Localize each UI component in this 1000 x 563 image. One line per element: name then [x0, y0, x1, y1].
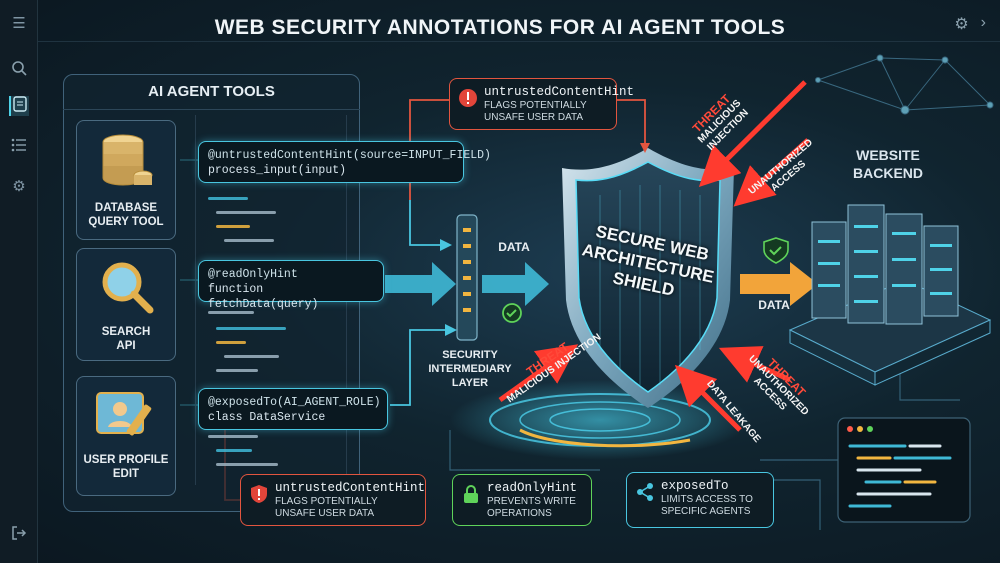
share-nodes-icon — [637, 483, 653, 501]
tool-card-database[interactable]: DATABASE QUERY TOOL — [76, 120, 176, 240]
callout-untrusted-top: untrustedContentHint FLAGS POTENTIALLY U… — [449, 78, 635, 130]
snippet-annotation: @readOnlyHint — [208, 268, 298, 281]
callout-untrusted-bottom: untrustedContentHint FLAGS POTENTIALLY U… — [240, 474, 426, 526]
callout-title: untrustedContentHint — [275, 481, 426, 495]
tool-card-user-profile-edit[interactable]: USER PROFILE EDIT — [76, 376, 176, 496]
shield-warning-icon — [251, 485, 267, 503]
search-icon[interactable] — [9, 60, 29, 80]
data-label-left: DATA — [498, 240, 530, 254]
warning-icon — [459, 89, 477, 107]
lock-icon — [464, 485, 478, 503]
callout-desc: FLAGS POTENTIALLY — [484, 100, 587, 111]
database-icon — [102, 134, 153, 186]
tool-card-search-api[interactable]: SEARCH API — [76, 248, 176, 361]
callout-desc: UNSAFE USER DATA — [484, 112, 584, 123]
snippet-read-only: @readOnlyHint function fetchData(query) — [198, 260, 384, 311]
tools-panel-heading: AI AGENT TOOLS — [63, 74, 360, 110]
document-icon[interactable] — [9, 96, 29, 116]
logout-icon[interactable] — [9, 525, 29, 545]
snippet-exposed-to: @exposedTo(AI_AGENT_ROLE) class DataServ… — [198, 388, 388, 430]
intermediary-layer-label: SECURITY INTERMEDIARY LAYER — [428, 349, 512, 389]
top-right-controls: ⚙ › — [954, 14, 986, 34]
side-rail: ☰ ⚙ — [0, 0, 38, 563]
profile-edit-icon — [96, 392, 152, 436]
snippet-annotation: @exposedTo(AI_AGENT_ROLE) — [208, 396, 381, 409]
callout-desc: OPERATIONS — [487, 508, 552, 519]
tool-label-line2: QUERY TOOL — [88, 216, 164, 228]
data-label-right: DATA — [758, 298, 790, 312]
callout-desc: LIMITS ACCESS TO — [661, 494, 753, 505]
gear-icon[interactable]: ⚙ — [12, 178, 26, 195]
tool-label-line1: DATABASE — [94, 202, 158, 214]
tool-label-line1: USER PROFILE — [83, 454, 169, 466]
tool-label-line2: EDIT — [112, 468, 140, 480]
snippet-code: process_input(input) — [208, 164, 347, 177]
list-icon[interactable] — [9, 138, 29, 158]
snippet-annotation: @untrustedContentHint(source=INPUT_FIELD… — [208, 149, 491, 162]
magnifier-icon — [102, 262, 154, 314]
tool-label-line1: SEARCH — [101, 326, 151, 338]
tool-label-line2: API — [116, 340, 136, 352]
snippet-untrusted-content: @untrustedContentHint(source=INPUT_FIELD… — [198, 141, 491, 183]
page-title: WEB SECURITY ANNOTATIONS FOR AI AGENT TO… — [214, 16, 786, 39]
callout-desc: FLAGS POTENTIALLY — [275, 496, 378, 507]
callout-desc: SPECIFIC AGENTS — [661, 506, 751, 517]
snippet-code: function fetchData(query) — [208, 283, 319, 311]
callout-exposed-to: exposedTo LIMITS ACCESS TO SPECIFIC AGEN… — [626, 472, 774, 528]
callout-read-only: readOnlyHint PREVENTS WRITE OPERATIONS — [452, 474, 592, 526]
callout-desc: PREVENTS WRITE — [487, 496, 576, 507]
callout-title: untrustedContentHint — [484, 85, 635, 99]
chevron-right-icon[interactable]: › — [980, 14, 986, 31]
top-bar — [38, 0, 1000, 42]
snippet-code: class DataService — [208, 411, 326, 424]
menu-icon[interactable]: ☰ — [12, 15, 26, 32]
callout-title: exposedTo — [661, 479, 729, 493]
callout-desc: UNSAFE USER DATA — [275, 508, 375, 519]
callout-title: readOnlyHint — [487, 481, 578, 495]
website-backend-label: WEBSITE BACKEND — [853, 147, 923, 181]
settings-gear-icon[interactable]: ⚙ — [954, 16, 969, 33]
